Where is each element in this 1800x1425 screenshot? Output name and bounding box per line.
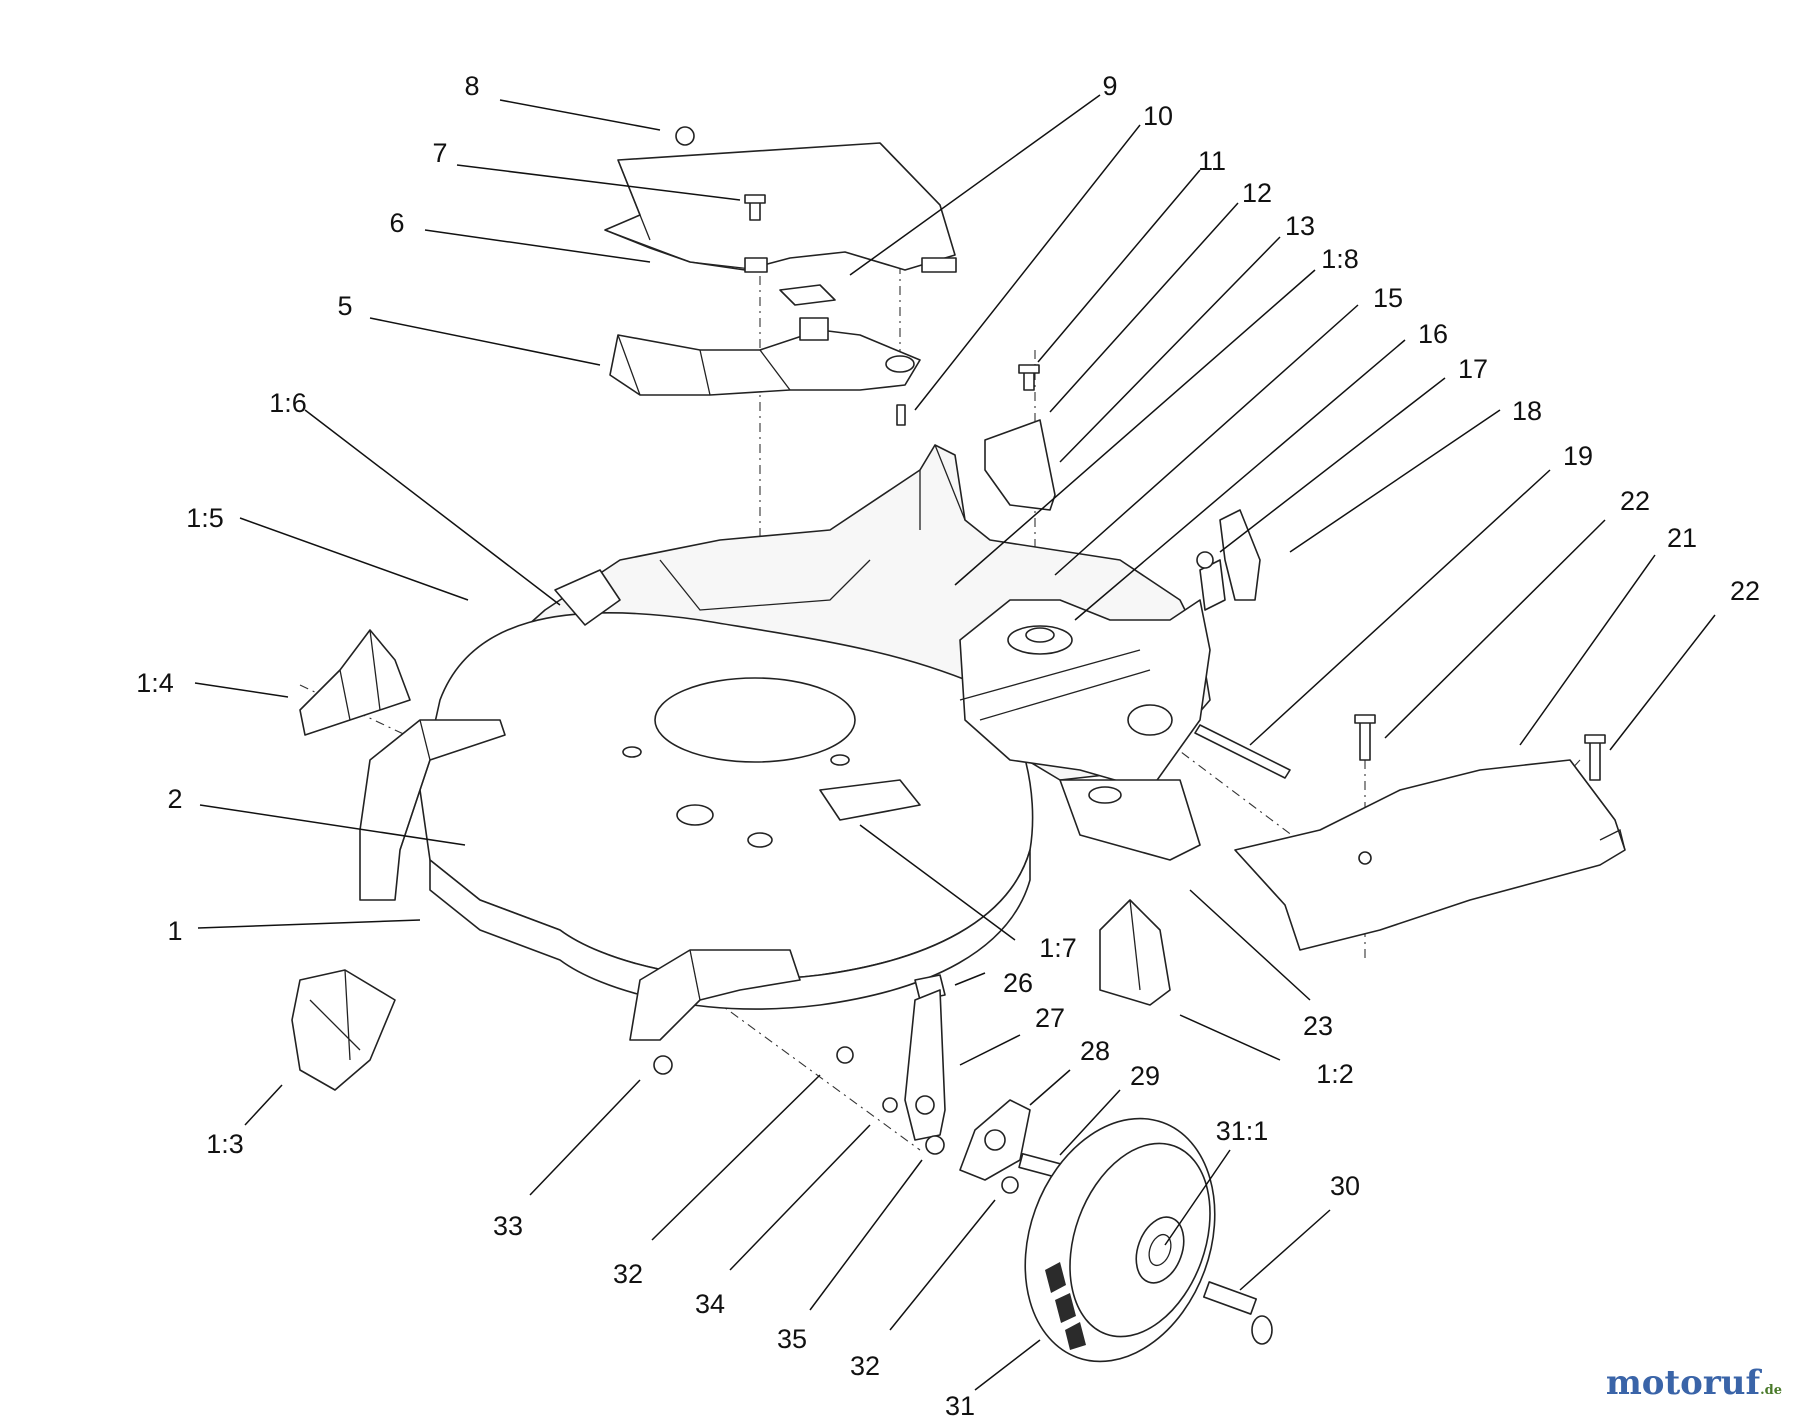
callout-13: 13: [1285, 211, 1315, 241]
callout-12: 12: [1242, 178, 1272, 208]
part-18-fitting: [1196, 551, 1214, 569]
part-10-bolt: [896, 404, 906, 426]
callout-15: 15: [1373, 283, 1403, 313]
callout-17: 17: [1458, 354, 1488, 384]
leader-lines: [194, 94, 1716, 1391]
callout-11: 11: [1198, 146, 1226, 176]
part-1-4-wheel-cover: [299, 629, 411, 736]
callout-18: 18: [1512, 396, 1542, 426]
watermark-logo: motoruf.de: [1606, 1363, 1782, 1403]
part-22-bolts: [1354, 714, 1606, 781]
callout-30: 30: [1330, 1171, 1360, 1201]
callout-34: 34: [695, 1289, 725, 1319]
part-1-3-wheel-cover: [291, 969, 396, 1091]
callout-9: 9: [1102, 71, 1117, 101]
part-5-deflector: [609, 317, 921, 396]
part-34-screw: [882, 1097, 898, 1113]
callout-26: 26: [1003, 968, 1033, 998]
callout-1-2: 1:2: [1316, 1059, 1354, 1089]
callout-labels: 8 7 6 5 9 10 11 12 13 1:8 15 16 17 18 19…: [136, 71, 1760, 1421]
callout-22-a: 22: [1620, 486, 1650, 516]
watermark-tld: .de: [1760, 1383, 1782, 1398]
callout-28: 28: [1080, 1036, 1110, 1066]
callout-1-8: 1:8: [1321, 244, 1359, 274]
callout-19: 19: [1563, 441, 1593, 471]
callout-27: 27: [1035, 1003, 1065, 1033]
callout-8: 8: [464, 71, 479, 101]
callout-2: 2: [167, 784, 182, 814]
callout-22-b: 22: [1730, 576, 1760, 606]
callout-5: 5: [337, 291, 352, 321]
part-1-front-corner: [629, 949, 801, 1041]
callout-21: 21: [1667, 523, 1697, 553]
callout-1-5: 1:5: [186, 503, 224, 533]
callout-33: 33: [493, 1211, 523, 1241]
callout-23: 23: [1303, 1011, 1333, 1041]
part-28-bracket: [959, 1099, 1031, 1181]
watermark-text: motoruf: [1605, 1363, 1761, 1403]
callout-32-a: 32: [613, 1259, 643, 1289]
part-30-axle-bolt: [1202, 1281, 1273, 1345]
part-19-rod: [1194, 724, 1291, 779]
callout-16: 16: [1418, 319, 1448, 349]
callout-6: 6: [389, 208, 404, 238]
part-21-rear-flap: [1234, 759, 1626, 951]
part-33-nut: [653, 1055, 673, 1075]
callout-1-6: 1:6: [269, 388, 307, 418]
callout-1: 1: [167, 916, 182, 946]
part-1-8-bracket: [984, 419, 1056, 511]
part-32-washer-a: [836, 1046, 854, 1064]
callout-1-3: 1:3: [206, 1129, 244, 1159]
callout-32-b: 32: [850, 1351, 880, 1381]
callout-35: 35: [777, 1324, 807, 1354]
part-6-upper-cover: [604, 142, 957, 273]
part-1-2-wheel-cover: [1099, 899, 1171, 1006]
small-hardware: [653, 1046, 1019, 1194]
callout-1-7: 1:7: [1039, 933, 1077, 963]
part-17-bracket: [1219, 509, 1261, 601]
callout-10: 10: [1143, 101, 1173, 131]
part-1-drive-housing: [959, 509, 1261, 791]
part-27-plate: [904, 989, 946, 1141]
part-2-bumper: [359, 719, 506, 901]
part-35-nut: [925, 1135, 945, 1155]
part-31-1-hub: [1135, 1216, 1185, 1284]
callout-7: 7: [432, 138, 447, 168]
callout-1-4: 1:4: [136, 668, 174, 698]
part-9-plate: [779, 284, 836, 306]
callout-31-1: 31:1: [1216, 1116, 1269, 1146]
part-32-washer-b: [1001, 1176, 1019, 1194]
callout-29: 29: [1130, 1061, 1160, 1091]
callout-31: 31: [945, 1391, 975, 1421]
part-23-cover: [1059, 779, 1201, 861]
part-31-wheel: [1024, 1117, 1216, 1363]
part-8-nut: [675, 126, 695, 146]
